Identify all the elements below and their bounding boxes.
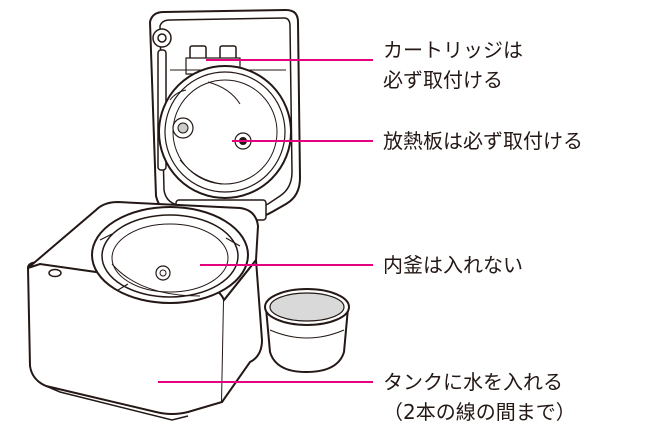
label-cartridge-line2: 必ず取付ける bbox=[383, 68, 503, 92]
label-inner-pot-text: 内釜は入れない bbox=[383, 253, 523, 277]
label-heat-plate: 放熱板は必ず取付ける bbox=[383, 126, 583, 156]
inner-pot bbox=[264, 288, 350, 374]
label-inner-pot: 内釜は入れない bbox=[383, 250, 523, 280]
heat-plate bbox=[158, 65, 292, 199]
leader-lines bbox=[158, 59, 373, 383]
label-tank-line2: （2本の線の間まで） bbox=[383, 400, 576, 424]
label-cartridge-line1: カートリッジは bbox=[383, 38, 523, 62]
pot-well bbox=[91, 206, 249, 304]
label-cartridge: カートリッジは 必ず取付ける bbox=[383, 35, 523, 95]
label-tank-line1: タンクに水を入れる bbox=[383, 370, 563, 394]
label-heat-plate-text: 放熱板は必ず取付ける bbox=[383, 129, 583, 153]
label-tank: タンクに水を入れる （2本の線の間まで） bbox=[383, 367, 576, 427]
